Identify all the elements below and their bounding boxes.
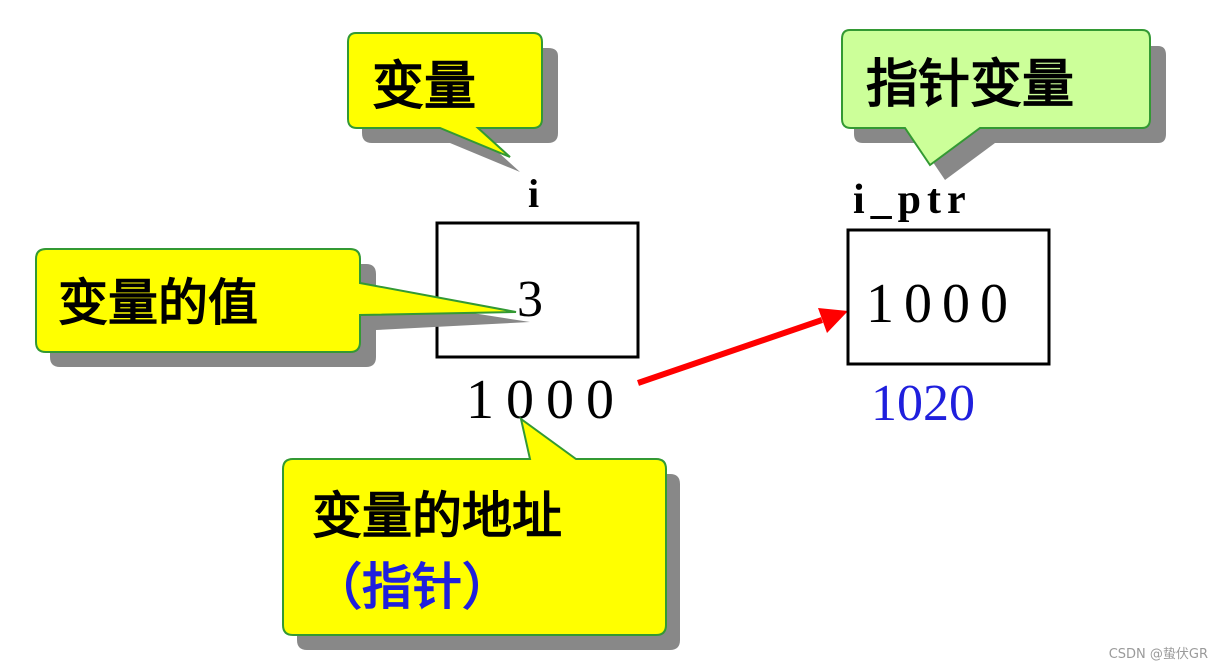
callout-variable-value-box [35,248,517,353]
var-i-name: i [528,171,539,216]
callout-variable-address-line1: 变量的地址 [312,487,562,545]
callout-variable-address: 变量的地址 （指针） [282,416,680,650]
callout-variable-value-text: 变量的值 [58,274,258,332]
var-ptr-address: 1020 [871,375,975,432]
callout-pointer-variable-box [841,29,1151,167]
watermark: CSDN @蛰伏GR [1108,647,1208,662]
var-i-address: 1000 [466,369,626,431]
pointer-arrow-line [637,317,823,386]
callout-variable-text: 变量 [372,57,476,117]
callout-variable: 变量 [347,32,558,172]
var-ptr-box [846,228,1051,366]
var-i-value: 3 [517,271,543,328]
pointer-arrow-head [818,308,848,333]
pointer-arrow [637,308,848,386]
var-ptr-value: 1000 [866,273,1018,335]
callout-variable-address-box [282,416,667,636]
var-i-box [435,221,640,359]
callout-pointer-variable: 指针变量 [841,29,1166,180]
callout-variable-address-line2: （指针） [312,558,512,616]
var-ptr-name: i_ptr [853,177,972,223]
callout-variable-box [347,32,543,158]
callout-variable-value: 变量的值 [35,248,530,367]
callout-pointer-variable-text: 指针变量 [866,55,1074,115]
